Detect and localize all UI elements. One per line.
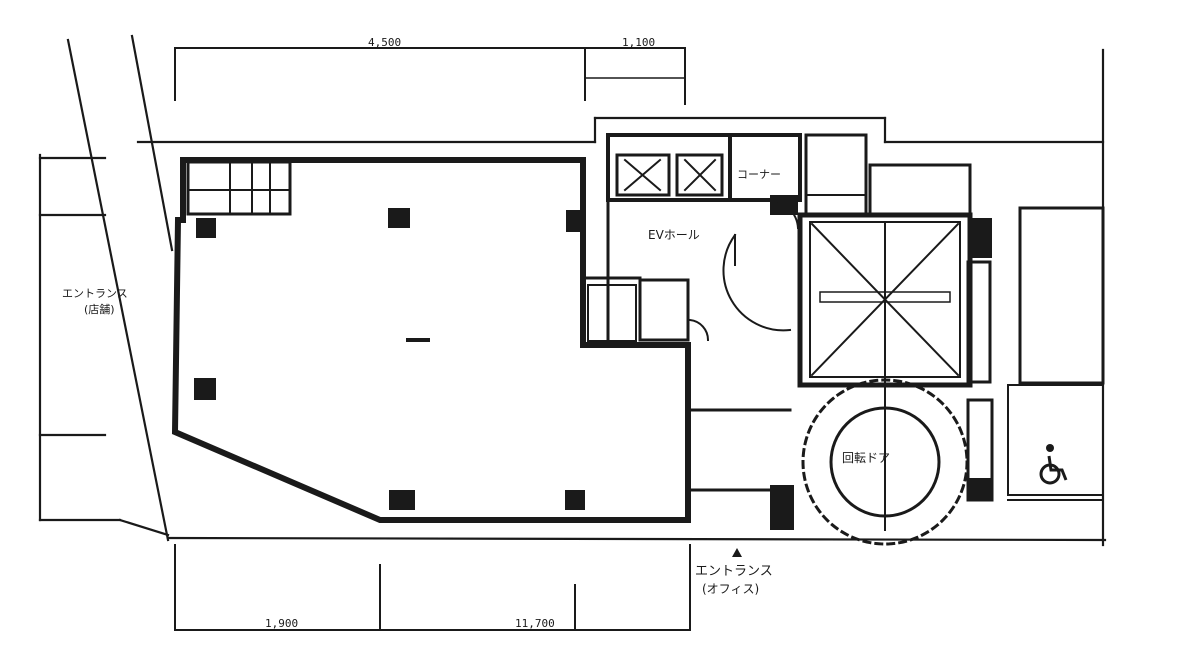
- entrance-shop-label: エントランス: [62, 287, 128, 300]
- dim-top-right: 1,100: [622, 36, 655, 49]
- shop-columns: [194, 208, 585, 510]
- stair-block-left: [186, 160, 292, 216]
- utility-right: [868, 163, 1105, 501]
- bottom-dimension-lines: [174, 544, 691, 631]
- wheelchair-icon: [1039, 444, 1068, 485]
- dim-bottom-right: 11,700: [515, 617, 555, 630]
- dim-bottom-left: 1,900: [265, 617, 298, 630]
- ev-hall: [581, 195, 802, 530]
- revolving-door-label: 回転ドア: [842, 451, 890, 465]
- dim-top-left: 4,500: [368, 36, 401, 49]
- entrance-marker-icon: [732, 548, 742, 557]
- entrance-office-label: エントランス: [695, 564, 773, 579]
- entrance-office-sub: (オフィス): [702, 582, 759, 596]
- atrium-void: [797, 212, 994, 531]
- entrance-shop-sub: (店舗): [84, 302, 115, 316]
- top-dimension-lines: [174, 47, 686, 105]
- ev-hall-label: EVホール: [648, 228, 700, 242]
- corner-label: コーナー: [737, 168, 781, 181]
- elevator-icon: [819, 291, 951, 303]
- revolving-door: [801, 378, 969, 546]
- door-swings: [688, 198, 800, 342]
- shop-room: [171, 157, 691, 523]
- site-boundary: [38, 34, 1107, 547]
